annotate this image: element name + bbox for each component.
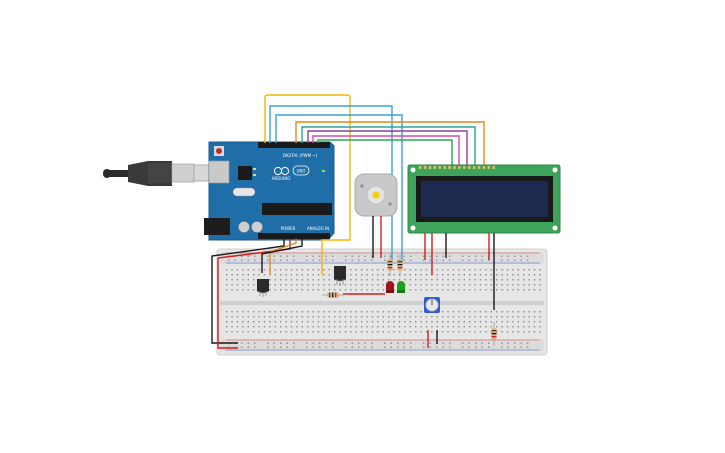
wires-power[interactable] bbox=[211, 239, 438, 349]
power-analog-header[interactable] bbox=[258, 233, 330, 239]
resistor-icon bbox=[387, 254, 393, 276]
temperature-sensor[interactable] bbox=[257, 279, 269, 297]
transistor-icon bbox=[334, 266, 346, 281]
digital-header[interactable] bbox=[258, 142, 330, 148]
digital-label: DIGITAL (PWM ~) bbox=[283, 153, 318, 158]
usb-cable[interactable] bbox=[103, 161, 211, 186]
motor-icon bbox=[372, 191, 380, 199]
potentiometer[interactable] bbox=[424, 297, 440, 313]
resistor-icon bbox=[397, 254, 403, 276]
atmega-chip bbox=[262, 203, 332, 215]
red-led[interactable] bbox=[386, 281, 394, 293]
model-label: UNO bbox=[296, 169, 305, 174]
brand-label: ARDUINO bbox=[272, 176, 291, 181]
resistor-icon bbox=[491, 322, 497, 346]
sensor-icon bbox=[257, 279, 269, 293]
analog-label: ANALOG IN bbox=[307, 226, 329, 231]
lcd-16x2-display[interactable] bbox=[407, 164, 561, 234]
power-label: POWER bbox=[281, 226, 296, 231]
power-jack[interactable] bbox=[204, 218, 230, 235]
resistor-icon bbox=[322, 292, 344, 298]
breadboard-holes[interactable] bbox=[226, 255, 541, 348]
dc-motor[interactable] bbox=[354, 173, 398, 258]
wires-lcd[interactable] bbox=[424, 233, 495, 310]
lcd-pin-header[interactable] bbox=[419, 166, 495, 169]
breadboard[interactable] bbox=[216, 248, 548, 356]
lcd-screen bbox=[421, 181, 548, 217]
green-led[interactable] bbox=[397, 281, 405, 293]
arduino-logo: UNO ARDUINO DIGITAL (PWM ~) POWER ANALOG… bbox=[272, 153, 330, 231]
arduino-uno-board[interactable]: UNO ARDUINO DIGITAL (PWM ~) POWER ANALOG… bbox=[204, 141, 335, 241]
npn-transistor[interactable] bbox=[334, 266, 346, 286]
reset-button[interactable] bbox=[216, 148, 222, 154]
wires-top[interactable] bbox=[264, 94, 485, 275]
resistors[interactable] bbox=[322, 254, 497, 346]
